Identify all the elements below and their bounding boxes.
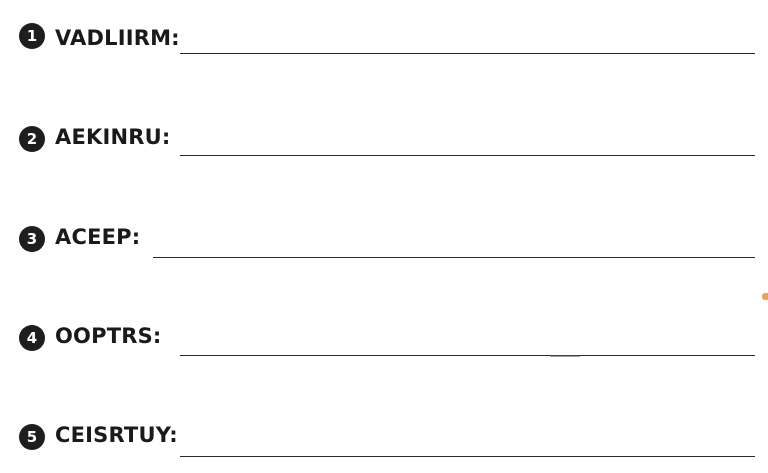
scramble-item-1: 1 VADLIIRM:	[0, 20, 768, 60]
pencil-smudge	[550, 355, 580, 357]
number-badge: 5	[19, 424, 45, 450]
scrambled-word: AEKINRU:	[55, 125, 171, 149]
answer-line[interactable]	[180, 456, 755, 457]
answer-line[interactable]	[180, 355, 755, 356]
scramble-item-3: 3 ACEEP:	[0, 222, 768, 262]
number-badge: 2	[19, 126, 45, 152]
scrambled-word: VADLIIRM:	[55, 26, 180, 50]
number-badge: 4	[19, 325, 45, 351]
scrambled-word: ACEEP:	[55, 225, 141, 249]
scrambled-word: OOPTRS:	[55, 324, 162, 348]
scrambled-word: CEISRTUY:	[55, 423, 178, 447]
number-badge: 3	[19, 226, 45, 252]
scramble-item-2: 2 AEKINRU:	[0, 120, 768, 160]
number-badge: 1	[19, 23, 45, 49]
answer-line[interactable]	[180, 53, 755, 54]
answer-line[interactable]	[153, 257, 755, 258]
scramble-item-4: 4 OOPTRS:	[0, 322, 768, 362]
answer-line[interactable]	[180, 155, 755, 156]
edge-decoration	[762, 293, 768, 300]
scramble-item-5: 5 CEISRTUY:	[0, 421, 768, 461]
